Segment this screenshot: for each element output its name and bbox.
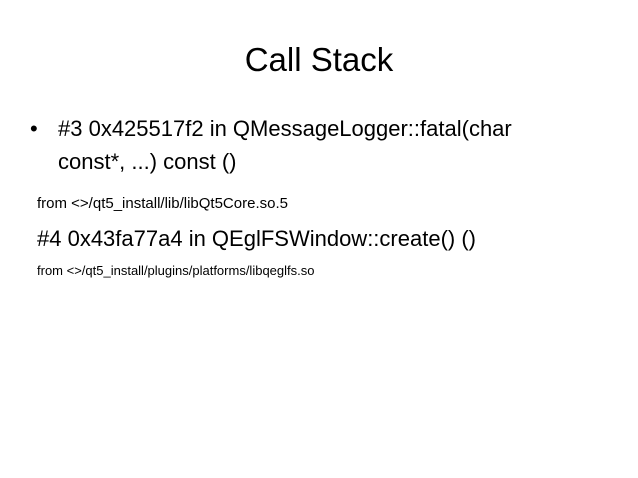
frame-3-line-2: const*, ...) const () [58, 149, 237, 174]
frame-3-line-1: #3 0x425517f2 in QMessageLogger::fatal(c… [58, 116, 512, 141]
bullet-dot-icon: • [30, 116, 38, 141]
frame-4-source: from <>/qt5_install/plugins/platforms/li… [37, 263, 315, 278]
frame-3-source: from <>/qt5_install/lib/libQt5Core.so.5 [37, 195, 288, 212]
slide-title: Call Stack [244, 41, 394, 78]
bullet-text: #3 0x425517f2 in QMessageLogger::fatal(c… [58, 112, 610, 178]
frame-4-line: #4 0x43fa77a4 in QEglFSWindow::create() … [37, 226, 476, 251]
